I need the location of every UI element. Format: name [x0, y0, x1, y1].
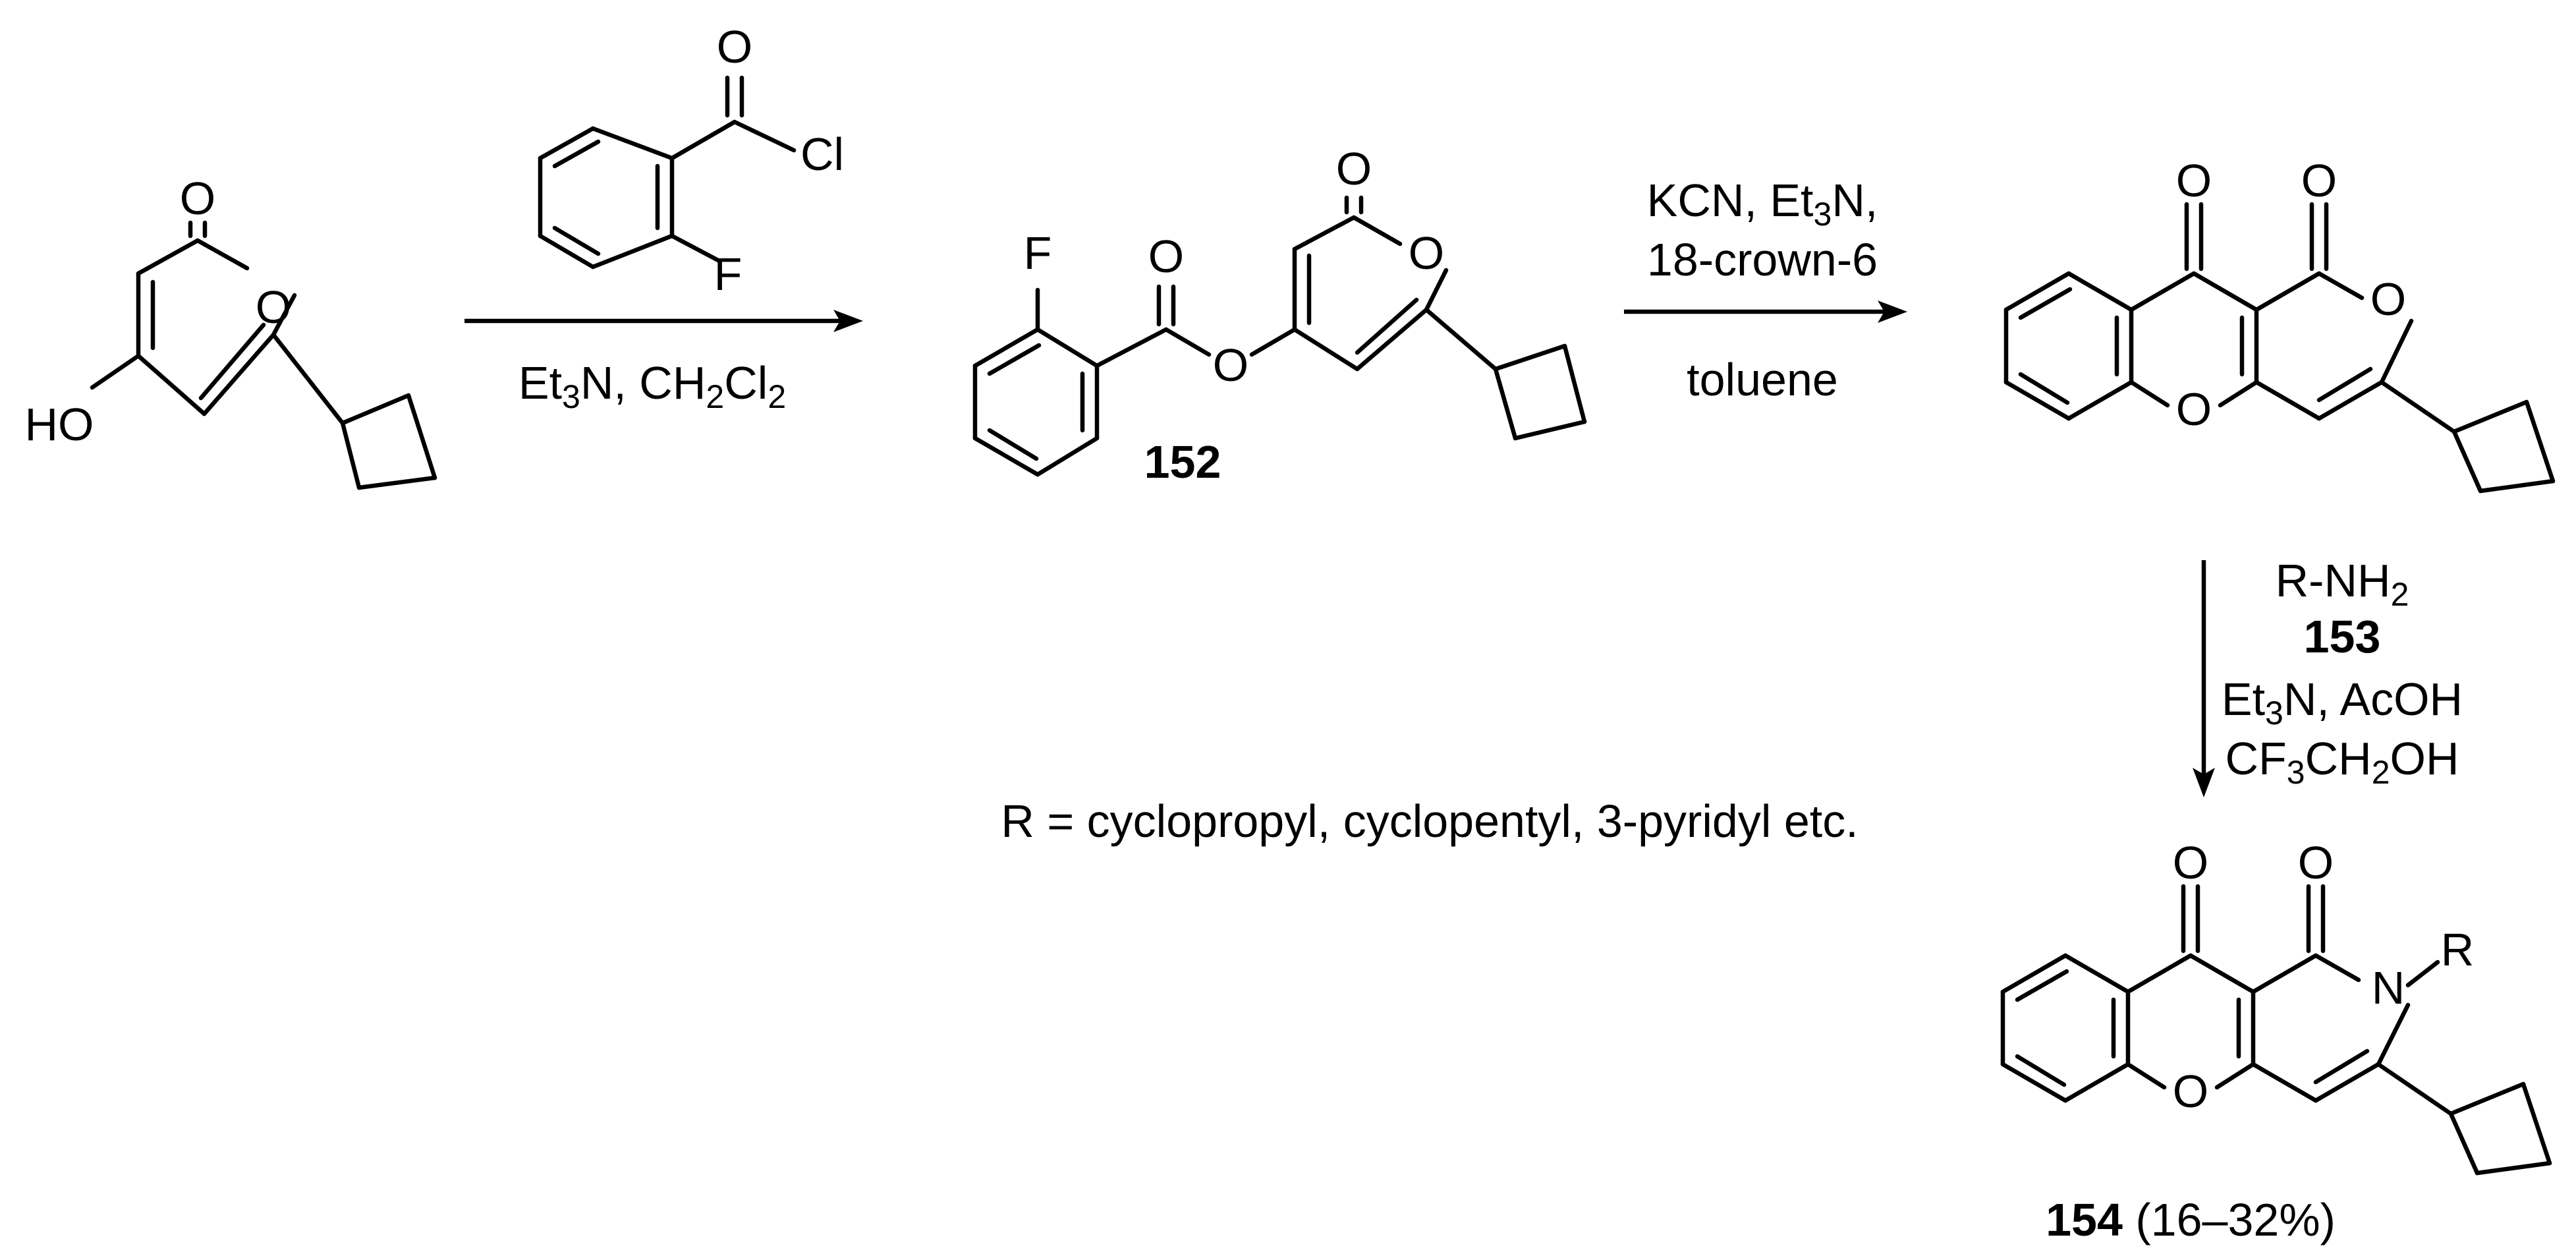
reaction-arrow-3: [2193, 560, 2215, 797]
starting-pyrone-structure: O O HO: [25, 173, 437, 490]
c152-pyrone-carbonyl-oxygen: O: [1336, 143, 1372, 194]
c153-lactone-carbonyl-oxygen: O: [2301, 155, 2337, 206]
compound-label-152: 152: [1144, 436, 1221, 488]
c152-ester-oxygen: O: [1213, 339, 1248, 391]
c154-xanthone-oxygen: O: [2173, 1066, 2208, 1117]
step3-solvent: CF3CH2OH: [2225, 733, 2459, 791]
compound-154-structure: O O N R O: [2000, 837, 2552, 1176]
sm-ring-oxygen: O: [256, 281, 291, 333]
c152-fluorine-label: F: [1024, 227, 1052, 279]
c153-xanthone-oxygen: O: [2176, 384, 2212, 435]
acyl-chlorine-label: Cl: [800, 129, 844, 180]
step1-conditions: Et3N, CH2Cl2: [518, 357, 786, 415]
compound-152-structure: F O O O O: [972, 143, 1587, 477]
reaction-arrow-2: [1624, 301, 1907, 323]
compound-label-154: 154 (16–32%): [2046, 1194, 2336, 1246]
sm-carbonyl-oxygen: O: [180, 173, 215, 224]
step3-amine: R-NH2: [2276, 555, 2409, 613]
c154-r-group-label: R: [2441, 924, 2475, 975]
c154-lactam-carbonyl-oxygen: O: [2298, 837, 2334, 888]
compound-label-153: 153: [2304, 611, 2381, 662]
r-group-footnote: R = cyclopropyl, cyclopentyl, 3-pyridyl …: [1001, 795, 1858, 847]
c154-ketone-oxygen: O: [2173, 837, 2208, 888]
step2-line1: KCN, Et3N,: [1647, 175, 1878, 233]
sm-hydroxyl-label: HO: [25, 399, 94, 450]
acyl-fluorine-label: F: [714, 248, 742, 300]
fluorobenzoyl-chloride-structure: O Cl F: [538, 21, 844, 300]
c153-lactone-ring-oxygen: O: [2370, 273, 2406, 325]
compound-153-structure: O O O O: [2003, 155, 2556, 494]
step2-line2: 18-crown-6: [1647, 234, 1878, 285]
reaction-arrow-1: [464, 310, 863, 332]
c154-nitrogen-label: N: [2372, 962, 2405, 1014]
c152-ester-carbonyl-oxygen: O: [1148, 231, 1184, 282]
step2-line3: toluene: [1687, 354, 1838, 405]
acyl-carbonyl-oxygen: O: [717, 21, 752, 72]
c152-ring-oxygen: O: [1409, 227, 1444, 279]
c153-ketone-oxygen: O: [2176, 155, 2212, 206]
step3-base: Et3N, AcOH: [2222, 673, 2463, 731]
